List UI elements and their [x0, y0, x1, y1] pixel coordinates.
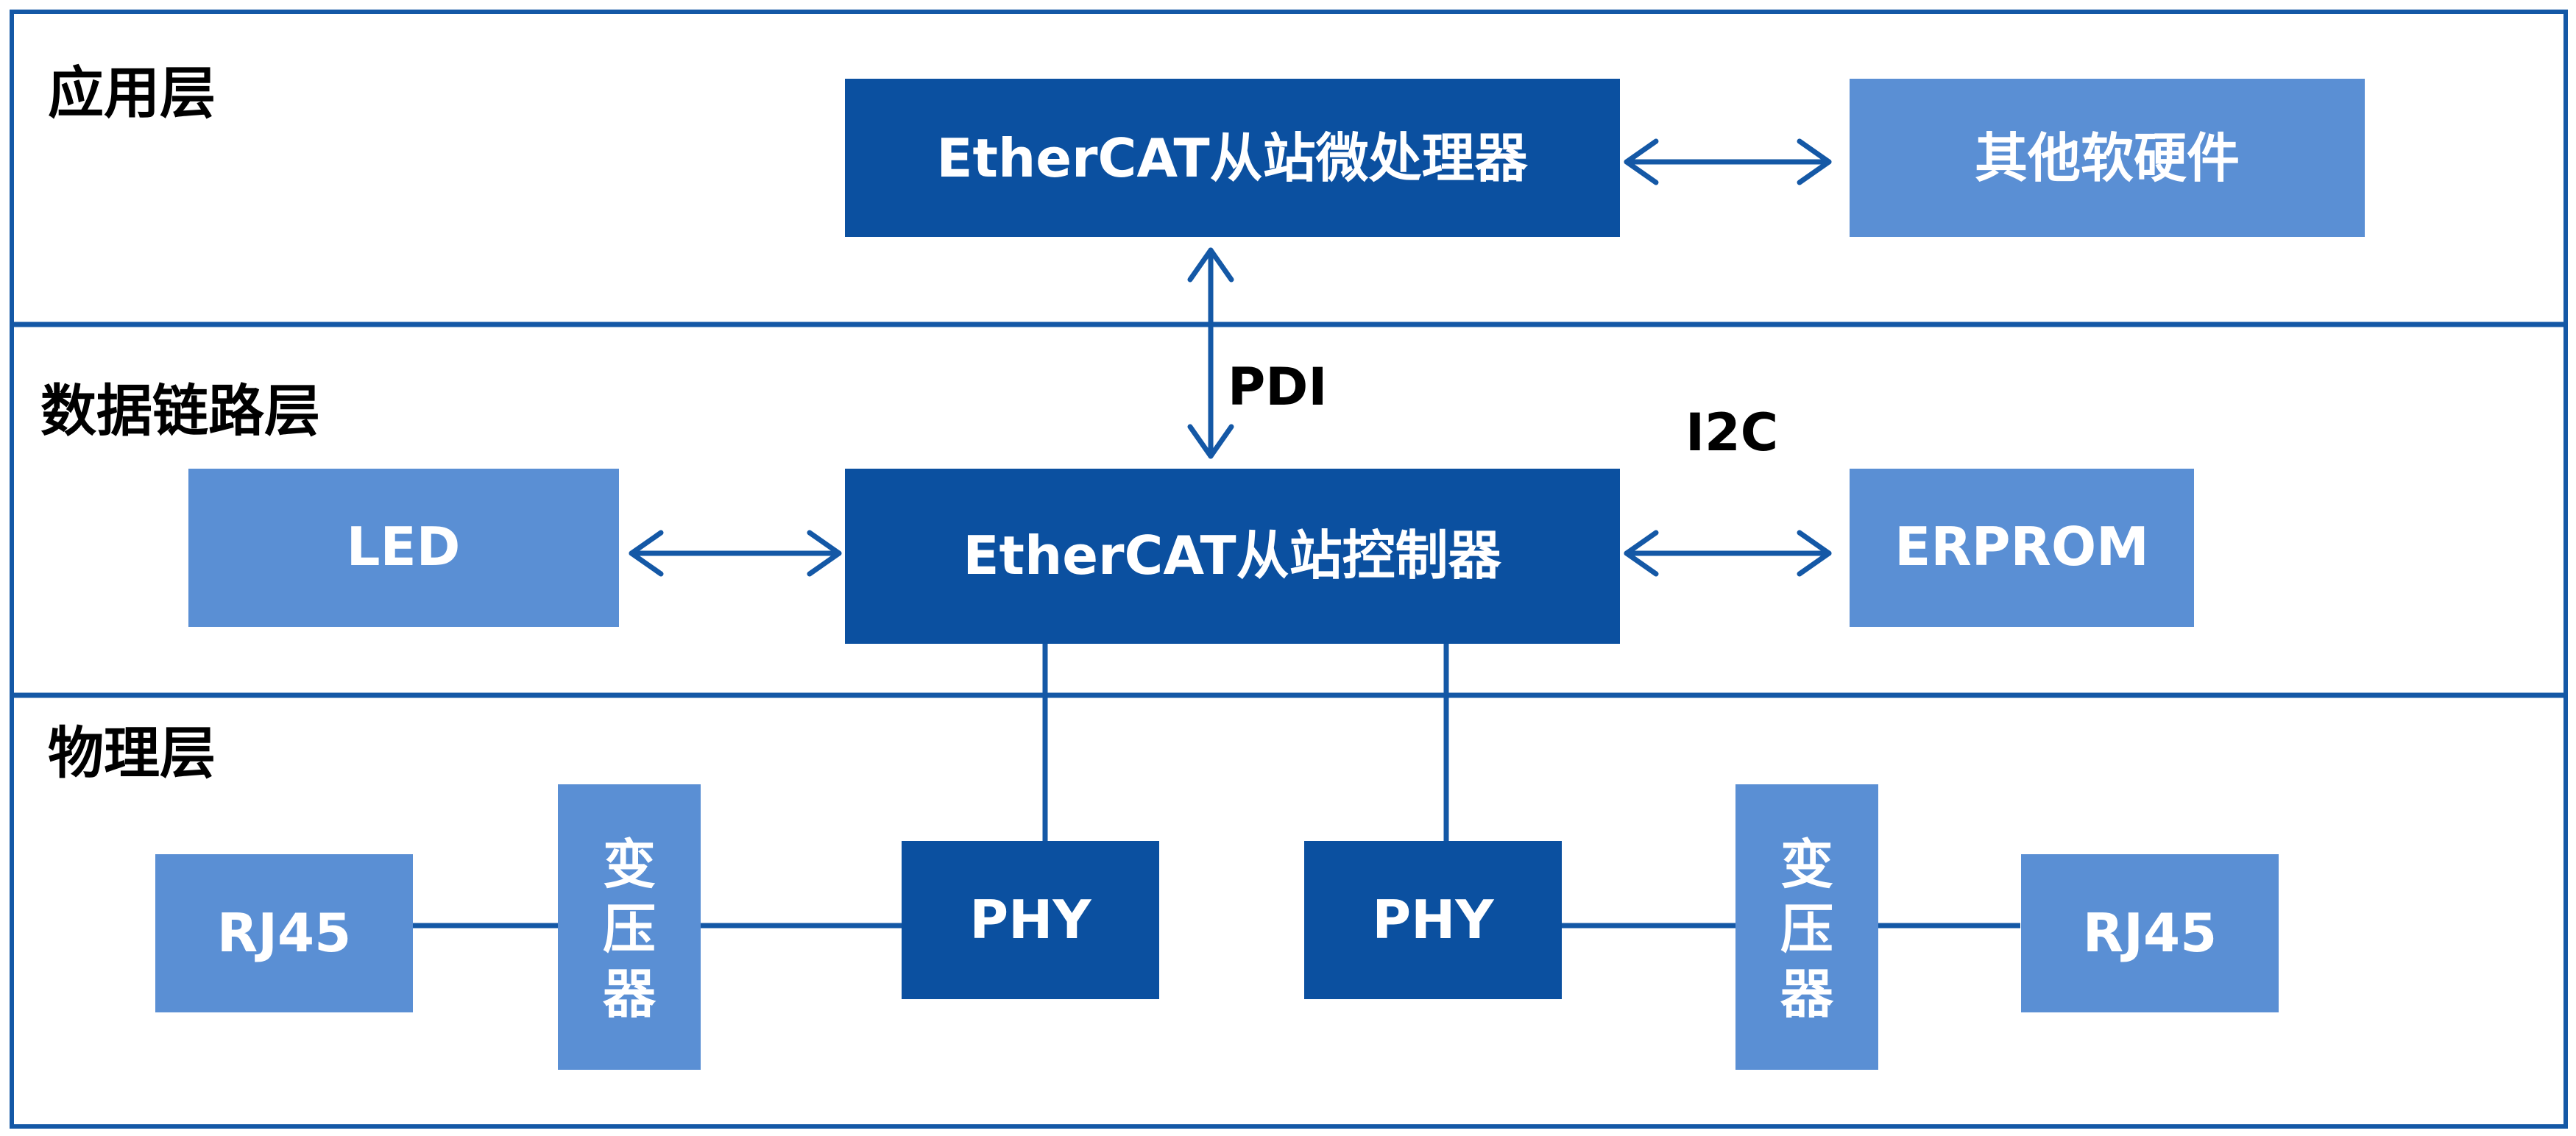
- pdi-label: PDI: [1228, 357, 1327, 417]
- edge-i2c: [1624, 530, 1832, 577]
- rj45-right-box: RJ45: [2021, 854, 2279, 1012]
- microprocessor-box: EtherCAT从站微处理器: [845, 79, 1620, 237]
- phy-left-box: PHY: [902, 841, 1159, 999]
- transformer-right-box: 变 压 器: [1735, 784, 1878, 1070]
- rj45-left-label: RJ45: [217, 902, 351, 964]
- rj45-left-box: RJ45: [155, 854, 413, 1012]
- other-hw-sw-box: 其他软硬件: [1850, 79, 2365, 237]
- transformer-left-char-1: 变: [603, 834, 656, 895]
- edge-microprocessor-other: [1624, 138, 1832, 185]
- transformer-left-char-2: 压: [603, 898, 656, 960]
- rj45-right-label: RJ45: [2083, 902, 2217, 964]
- transformer-left-char-3: 器: [603, 963, 657, 1025]
- phy-right-label: PHY: [1372, 889, 1494, 951]
- edge-led-controller: [629, 530, 842, 577]
- eeprom-box: ERPROM: [1850, 469, 2194, 627]
- transformer-left-box: 变 压 器: [558, 784, 701, 1070]
- slave-controller-label: EtherCAT从站控制器: [963, 525, 1501, 586]
- phy-left-label: PHY: [969, 889, 1091, 951]
- transformer-right-char-3: 器: [1780, 963, 1834, 1025]
- outer-frame: [10, 10, 2568, 1129]
- layer-label-physical: 物理层: [48, 720, 216, 786]
- microprocessor-label: EtherCAT从站微处理器: [936, 127, 1528, 189]
- layer-label-application: 应用层: [48, 60, 216, 126]
- slave-controller-box: EtherCAT从站控制器: [845, 469, 1620, 644]
- transformer-right-char-1: 变: [1780, 834, 1833, 895]
- phy-right-box: PHY: [1304, 841, 1562, 999]
- led-box: LED: [188, 469, 619, 627]
- edge-pdi: [1187, 247, 1234, 459]
- other-hw-sw-label: 其他软硬件: [1975, 127, 2240, 189]
- layer-label-datalink: 数据链路层: [40, 378, 320, 444]
- transformer-right-char-2: 压: [1780, 898, 1833, 960]
- i2c-label: I2C: [1685, 402, 1778, 463]
- led-label: LED: [347, 516, 461, 578]
- eeprom-label: ERPROM: [1894, 516, 2149, 578]
